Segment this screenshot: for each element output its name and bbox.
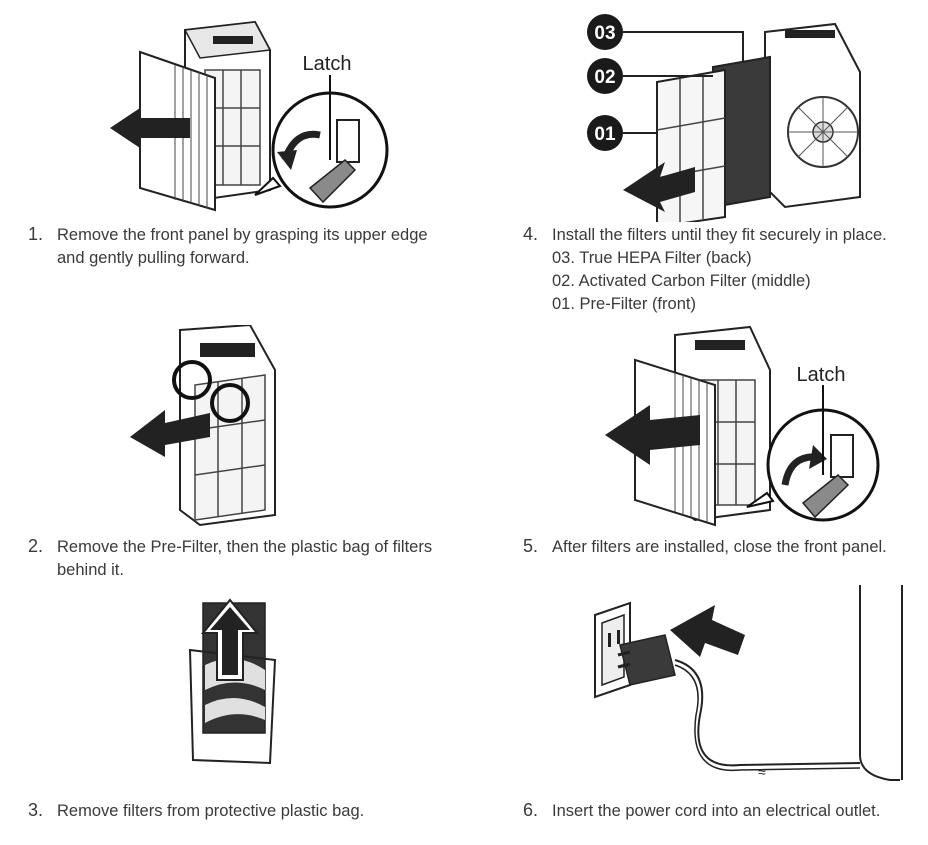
step1-number: 1. bbox=[28, 224, 44, 244]
step3-text: Remove filters from protective plastic b… bbox=[57, 802, 365, 820]
step5-number: 5. bbox=[523, 536, 539, 556]
step4-sub-02: 02. Activated Carbon Filter (middle) bbox=[552, 272, 811, 290]
step4-text: Install the filters until they fit secur… bbox=[552, 224, 928, 316]
step3-number: 3. bbox=[28, 800, 44, 820]
step4-sub-03: 03. True HEPA Filter (back) bbox=[552, 249, 752, 267]
badge-01: 01 bbox=[587, 115, 657, 151]
step1-text: Remove the front panel by grasping its u… bbox=[57, 226, 428, 267]
step4-illustration: 03 02 01 bbox=[587, 14, 861, 222]
svg-text:≈: ≈ bbox=[758, 764, 766, 780]
step1-illustration: Latch bbox=[110, 20, 389, 212]
step5-latch-label: Latch bbox=[797, 364, 846, 386]
step4-sub-01: 01. Pre-Filter (front) bbox=[552, 295, 696, 313]
step3-illustration bbox=[188, 598, 277, 765]
step2-text: Remove the Pre-Filter, then the plastic … bbox=[57, 538, 433, 579]
step6-text: Insert the power cord into an electrical… bbox=[552, 802, 881, 820]
svg-text:03: 03 bbox=[594, 23, 615, 44]
badge-02: 02 bbox=[587, 58, 713, 94]
badge-03: 03 bbox=[587, 14, 744, 62]
svg-text:01: 01 bbox=[594, 124, 616, 145]
step2-number: 2. bbox=[28, 536, 44, 556]
svg-text:02: 02 bbox=[594, 67, 615, 88]
step5-illustration: Latch bbox=[605, 325, 880, 527]
step6-illustration: ≈ bbox=[594, 585, 903, 781]
step2-illustration bbox=[130, 325, 276, 527]
step6-number: 6. bbox=[523, 800, 539, 820]
step1-latch-label: Latch bbox=[303, 53, 352, 75]
step4-main: Install the filters until they fit secur… bbox=[552, 226, 887, 244]
step4-number: 4. bbox=[523, 224, 539, 244]
step5-text: After filters are installed, close the f… bbox=[552, 538, 887, 556]
